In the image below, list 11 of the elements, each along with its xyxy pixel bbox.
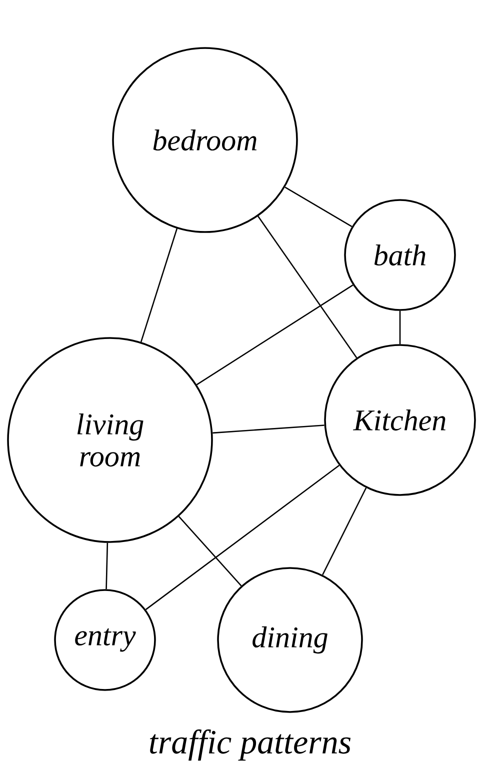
connector-line xyxy=(284,186,352,228)
connector-line xyxy=(399,310,401,344)
connector-line xyxy=(212,424,324,434)
connector-line xyxy=(106,542,108,590)
connector-line xyxy=(196,284,354,386)
caption: traffic patterns xyxy=(150,729,351,761)
connector-line xyxy=(178,516,242,586)
connector-line xyxy=(322,488,367,576)
connector-line xyxy=(145,464,340,610)
connector-line xyxy=(140,228,178,342)
connector-line xyxy=(258,216,358,358)
